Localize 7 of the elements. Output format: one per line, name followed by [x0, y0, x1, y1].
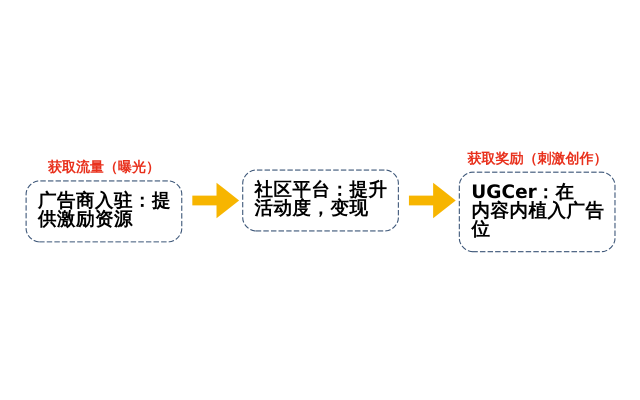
node-box: 社区平台：提升活动度，变现 [242, 168, 399, 232]
arrow [192, 182, 240, 218]
node-box: 广告商入驻：提供激励资源 [26, 180, 182, 242]
node-box: UGCer：在内容内植入广告位 [458, 171, 616, 252]
arrow [408, 182, 456, 218]
node-label: 获取奖励（刺激创作） [467, 150, 608, 166]
node-label: 获取流量（曝光） [48, 159, 160, 176]
